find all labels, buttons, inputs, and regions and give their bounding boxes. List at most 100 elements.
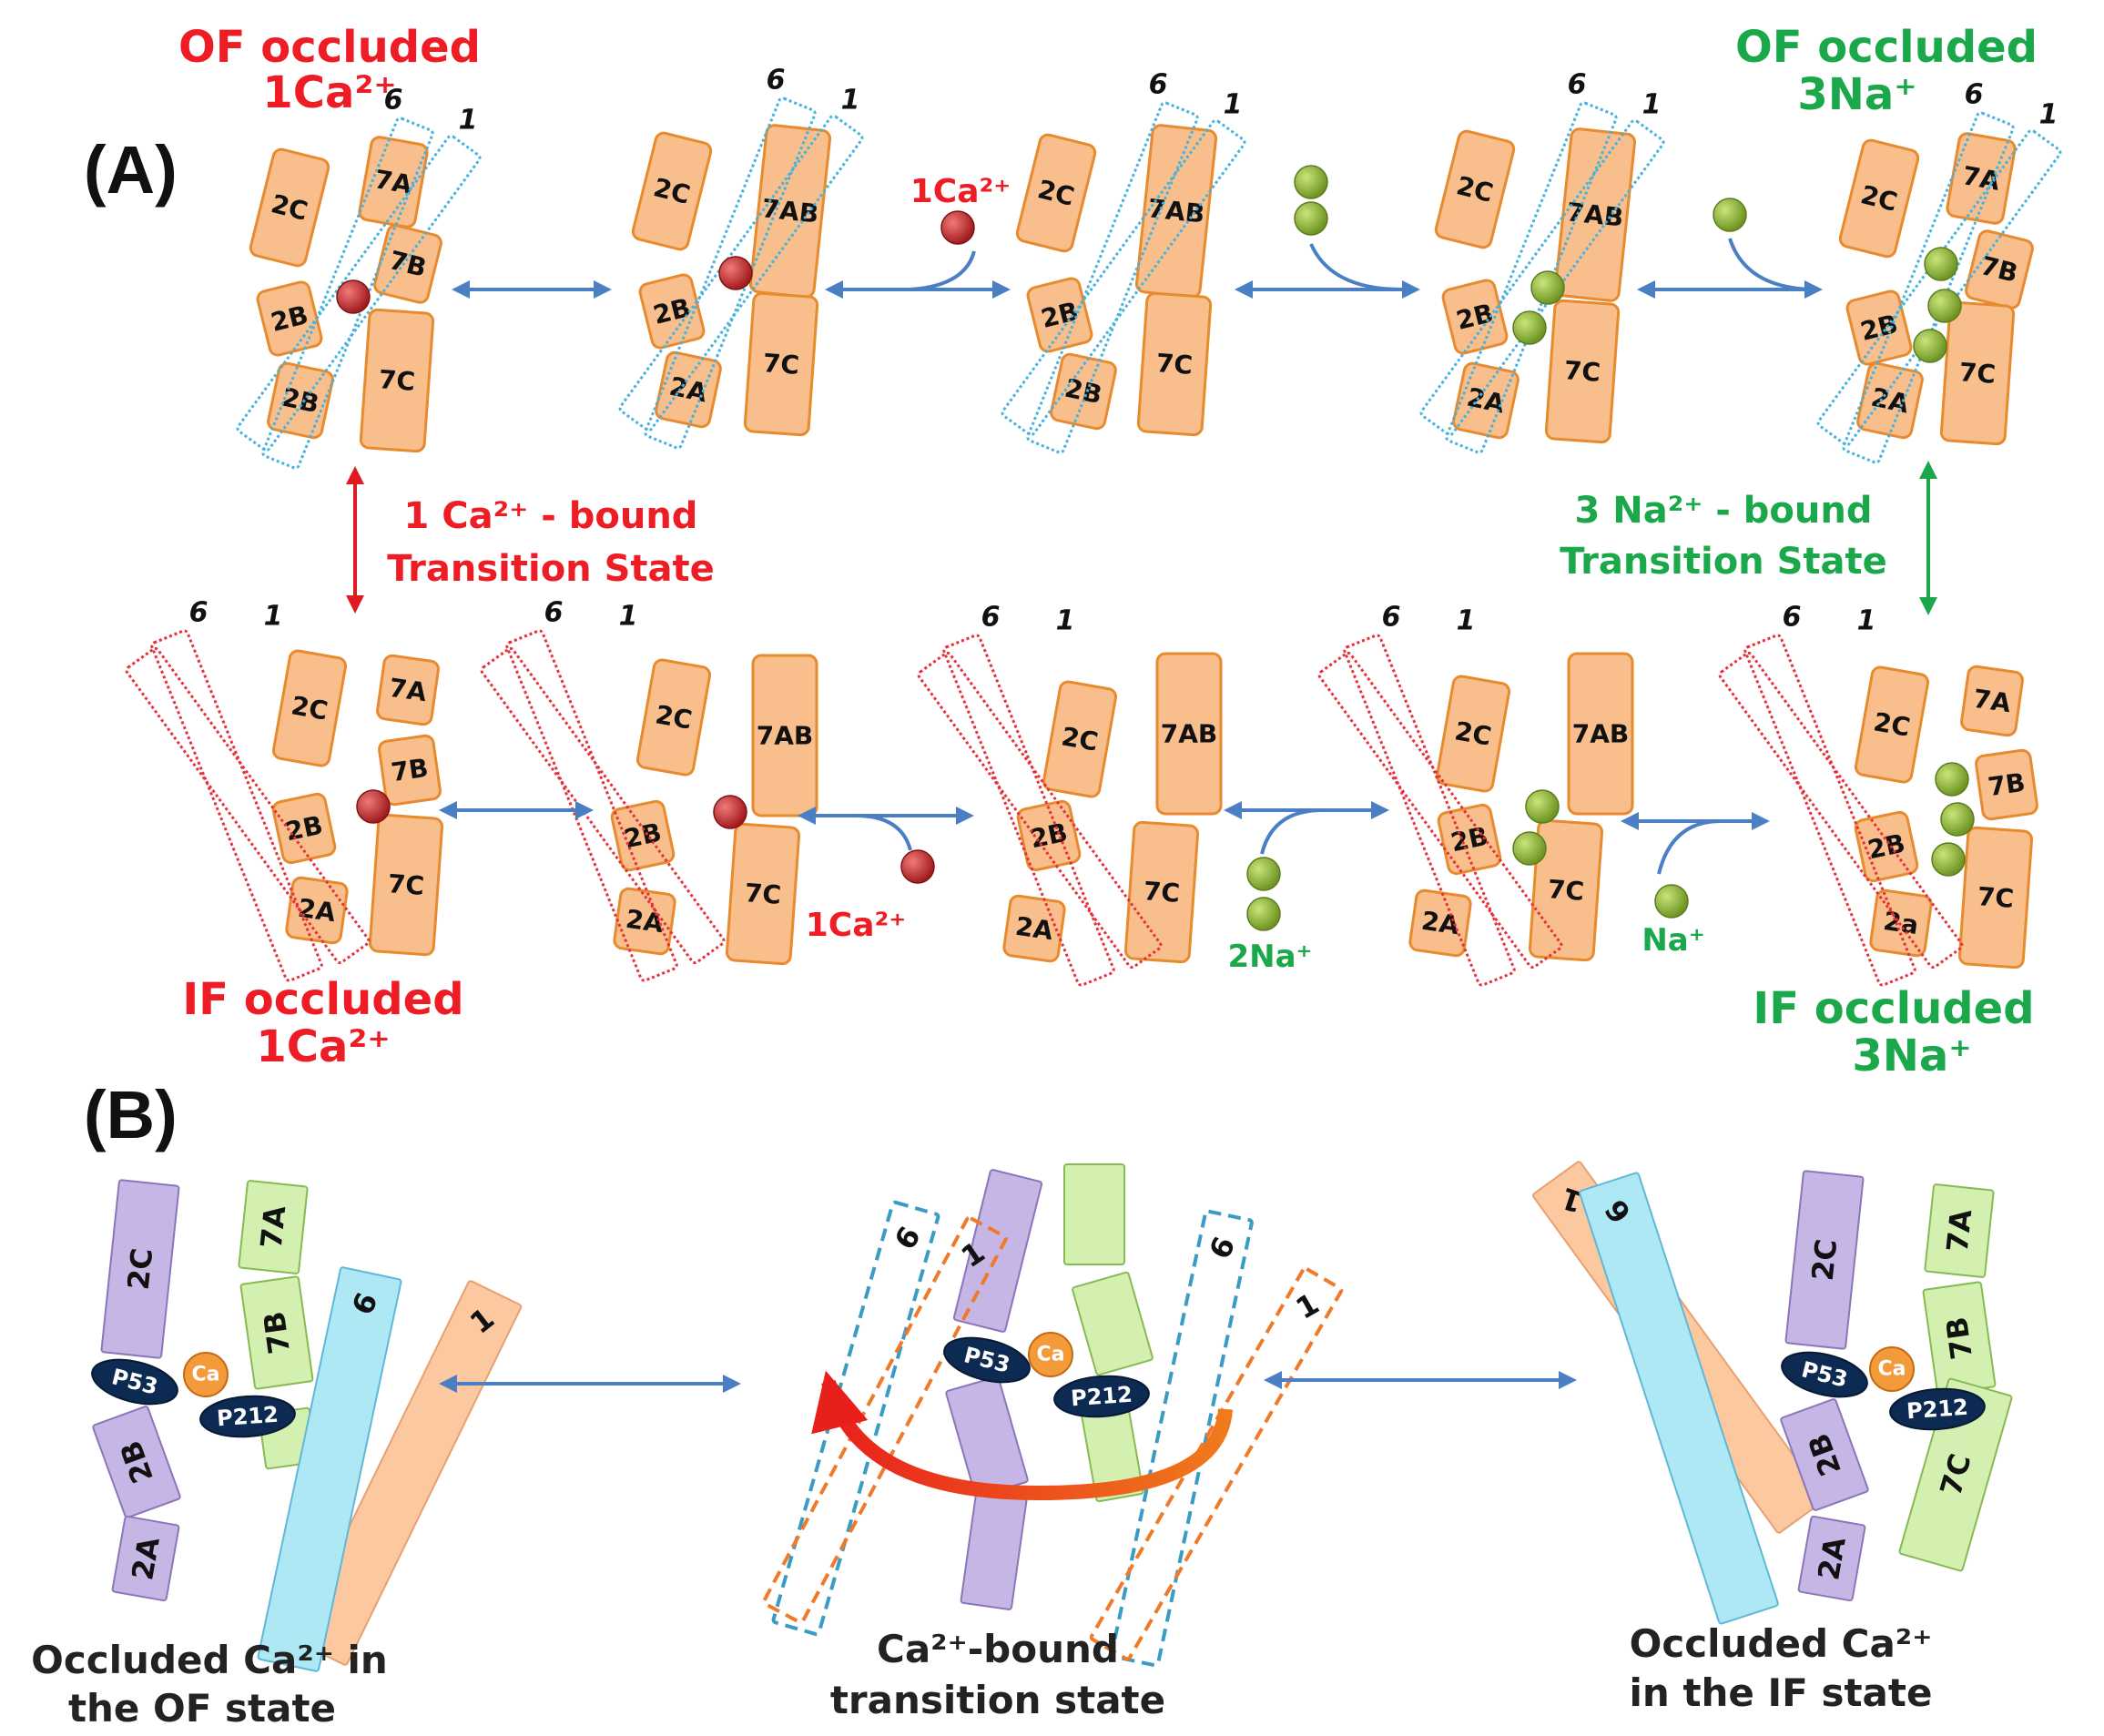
tm1-box-of-3 — [1001, 118, 1246, 437]
panel-label-a: (A) — [84, 132, 178, 208]
b-site-p53-of: P53 — [91, 1358, 178, 1406]
helix-7c-of-4: 7C — [1544, 299, 1621, 444]
b-helix-7b-of: 7B — [239, 1275, 314, 1390]
tm1-num-if-3: 1 — [1056, 605, 1075, 637]
tm1-num-of-4: 1 — [1642, 89, 1662, 121]
na-ion-free-bottom-1 — [1246, 857, 1281, 891]
helix-2b-if-4: 2B — [1437, 803, 1502, 876]
helix-7c-of-2: 7C — [743, 291, 819, 437]
helix-2c-of-1: 2C — [249, 147, 330, 268]
tm6-box-if-5 — [1743, 634, 1916, 987]
helix-2a-if-4-label: 2A — [1419, 906, 1461, 940]
helix-7b-if-5-label: 7B — [1986, 767, 2027, 802]
if-na-sub: 3Na⁺ — [1852, 1030, 1971, 1081]
helix-2b-of-1: 2B — [256, 280, 323, 357]
helix-2b-of-4: 2B — [1441, 279, 1509, 355]
helix-7ab-if-2: 7AB — [751, 654, 818, 817]
b-helix-6-ts-right-label: 6 — [1203, 1232, 1243, 1264]
helix-2a-if-4: 2A — [1408, 888, 1472, 958]
of-na-title: OF occluded — [1735, 22, 2038, 73]
of-ca-title: OF occluded — [178, 22, 481, 73]
na-ion-free-bottom-2 — [1246, 897, 1281, 931]
helix-2b-of-3: 2B — [1026, 277, 1093, 353]
b-helix-purple-mid-ts — [945, 1376, 1029, 1497]
helix-7c-if-2: 7C — [725, 822, 801, 966]
helix-2c-if-5: 2C — [1854, 665, 1930, 784]
na-ion-label-2na: 2Na⁺ — [1227, 939, 1312, 975]
helix-2a-if-1-label: 2A — [296, 893, 338, 928]
caption-mid-1: Ca²⁺-bound — [877, 1627, 1119, 1671]
helix-7c-if-3: 7C — [1123, 820, 1200, 964]
helix-7a-of-5-label: 7A — [1960, 160, 2003, 197]
tm6-box-if-4 — [1343, 634, 1516, 987]
ca-ion-of-1 — [336, 279, 371, 314]
helix-7c-of-3-label: 7C — [1155, 348, 1194, 381]
b-site-p53-if: P53 — [1781, 1351, 1868, 1398]
tm6-box-if-3 — [942, 634, 1115, 987]
b-helix-7a-if-label: 7A — [1940, 1207, 1979, 1254]
na-ion-of-4a — [1530, 270, 1565, 305]
if-na-title: IF occluded — [1753, 983, 2034, 1034]
helix-2c-if-5-label: 2C — [1871, 706, 1912, 742]
b-helix-1-ts-right-label: 1 — [1290, 1286, 1325, 1326]
helix-7ab-if-4-label: 7AB — [1572, 719, 1630, 749]
b-helix-2a-if-label: 2A — [1811, 1534, 1853, 1582]
bind-curve-if-4-5 — [1657, 819, 1722, 875]
caption-right-1: Occluded Ca²⁺ — [1630, 1621, 1933, 1666]
b-ca-if-label: Ca — [1878, 1358, 1906, 1381]
helix-7a-if-5: 7A — [1960, 665, 2024, 737]
tm1-num-of-5: 1 — [2039, 99, 2058, 131]
tm6-box-of-3 — [1026, 101, 1199, 454]
tm6-num-if-2: 6 — [544, 597, 564, 629]
if-ca-sub: 1Ca²⁺ — [256, 1021, 390, 1072]
helix-7b-if-1: 7B — [378, 734, 442, 807]
tm6-num-of-3: 6 — [1149, 69, 1168, 101]
helix-2c-of-2: 2C — [631, 131, 713, 251]
ts-ca-line1: 1 Ca²⁺ - bound — [404, 495, 698, 537]
helix-7c-of-5-label: 7C — [1958, 357, 1997, 390]
helix-2c-if-3: 2C — [1042, 680, 1118, 798]
tm1-num-if-2: 1 — [619, 601, 638, 633]
b-helix-7a-of-label: 7A — [254, 1203, 293, 1250]
ca-ion-if-2 — [713, 795, 747, 829]
ca-ion-free-bottom — [900, 849, 935, 884]
helix-2a-of-2: 2A — [655, 350, 722, 429]
b-ca-of: Ca — [183, 1352, 229, 1397]
helix-7c-of-3: 7C — [1136, 291, 1213, 437]
tm1-num-if-1: 1 — [264, 601, 283, 633]
helix-7ab-of-3: 7AB — [1134, 124, 1218, 299]
helix-7c-if-4: 7C — [1528, 818, 1604, 962]
helix-7b-of-1: 7B — [373, 224, 442, 304]
helix-2a-of-5: 2A — [1856, 361, 1924, 440]
caption-mid-2: transition state — [830, 1678, 1165, 1722]
b-helix-6-of: 6 — [257, 1266, 402, 1672]
tm6-num-if-5: 6 — [1783, 602, 1802, 634]
ca-ion-label-top: 1Ca²⁺ — [910, 173, 1011, 210]
helix-2b-of-5: 2B — [1845, 289, 1913, 366]
b-site-p212-ts: P212 — [1053, 1375, 1150, 1418]
na-ion-label-na: Na⁺ — [1642, 922, 1704, 959]
b-helix-7a-if: 7A — [1924, 1183, 1995, 1278]
na-ion-free-top-3 — [1713, 198, 1747, 232]
helix-2b-if-5: 2B — [1854, 810, 1919, 883]
b-helix-7b-of-label: 7B — [257, 1309, 297, 1355]
helix-7c-of-1: 7C — [359, 308, 435, 453]
tm6-num-if-1: 6 — [189, 597, 208, 629]
helix-2a-if-5: 2a — [1869, 888, 1933, 958]
helix-2a-if-1: 2A — [285, 876, 349, 945]
caption-right-2: in the IF state — [1630, 1670, 1933, 1715]
ts-na-line2: Transition State — [1560, 541, 1887, 583]
b-helix-green-top-ts — [1063, 1163, 1125, 1265]
ca-ion-of-2 — [718, 256, 753, 290]
caption-left-1: Occluded Ca²⁺ in — [31, 1638, 388, 1682]
helix-2b-of-2: 2B — [638, 273, 706, 350]
b-helix-7a-of: 7A — [238, 1180, 309, 1274]
b-site-p212-if-label: P212 — [1906, 1395, 1968, 1425]
tm1-box-of-5 — [1816, 128, 2062, 447]
helix-7c-if-5: 7C — [1957, 826, 2034, 970]
na-ion-if-4b — [1512, 831, 1547, 866]
